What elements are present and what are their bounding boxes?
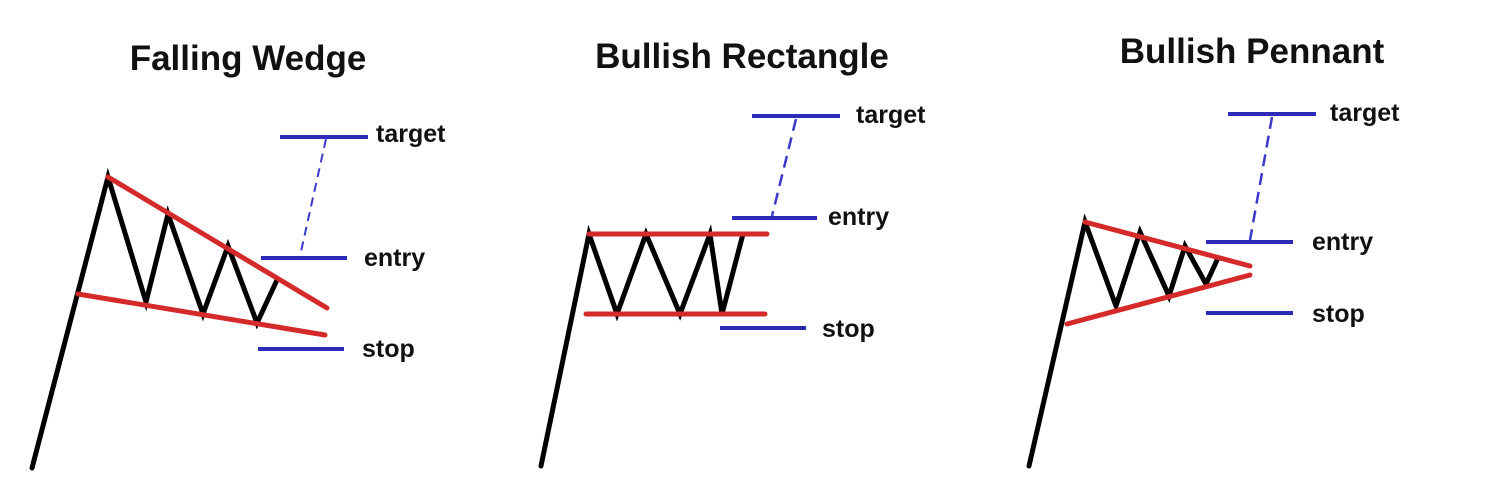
falling-wedge-panel: Falling Wedge target entry stop bbox=[29, 39, 446, 471]
bullish-rectangle-target-connector bbox=[770, 118, 798, 217]
bullish-rectangle-entry-label: entry bbox=[828, 203, 889, 231]
bullish-rectangle-target-label: target bbox=[856, 101, 926, 129]
bullish-rectangle-panel: Bullish Rectangle target entry stop bbox=[538, 37, 926, 469]
falling-wedge-entry-label: entry bbox=[364, 244, 425, 272]
falling-wedge-upper-trendline bbox=[105, 174, 330, 311]
bullish-rectangle-price-line bbox=[538, 224, 746, 469]
falling-wedge-lower-trendline bbox=[75, 291, 328, 338]
bullish-pennant-target-label: target bbox=[1330, 99, 1400, 127]
bullish-rectangle-title: Bullish Rectangle bbox=[595, 37, 889, 76]
bullish-rectangle-stop-label: stop bbox=[822, 315, 875, 343]
falling-wedge-title: Falling Wedge bbox=[130, 39, 367, 78]
bullish-pennant-entry-label: entry bbox=[1312, 228, 1373, 256]
falling-wedge-price-line bbox=[29, 167, 280, 471]
bullish-pennant-title: Bullish Pennant bbox=[1120, 32, 1385, 71]
falling-wedge-target-connector bbox=[299, 138, 327, 257]
bullish-pennant-lower-trendline bbox=[1064, 272, 1253, 327]
bullish-pennant-target-connector bbox=[1248, 116, 1274, 241]
falling-wedge-target-label: target bbox=[376, 120, 446, 148]
bullish-pennant-price-line bbox=[1026, 213, 1221, 469]
falling-wedge-stop-label: stop bbox=[362, 335, 415, 363]
bullish-pennant-stop-label: stop bbox=[1312, 300, 1365, 328]
bullish-pennant-upper-trendline bbox=[1082, 219, 1253, 269]
bullish-pennant-panel: Bullish Pennant target entry stop bbox=[1026, 32, 1400, 469]
